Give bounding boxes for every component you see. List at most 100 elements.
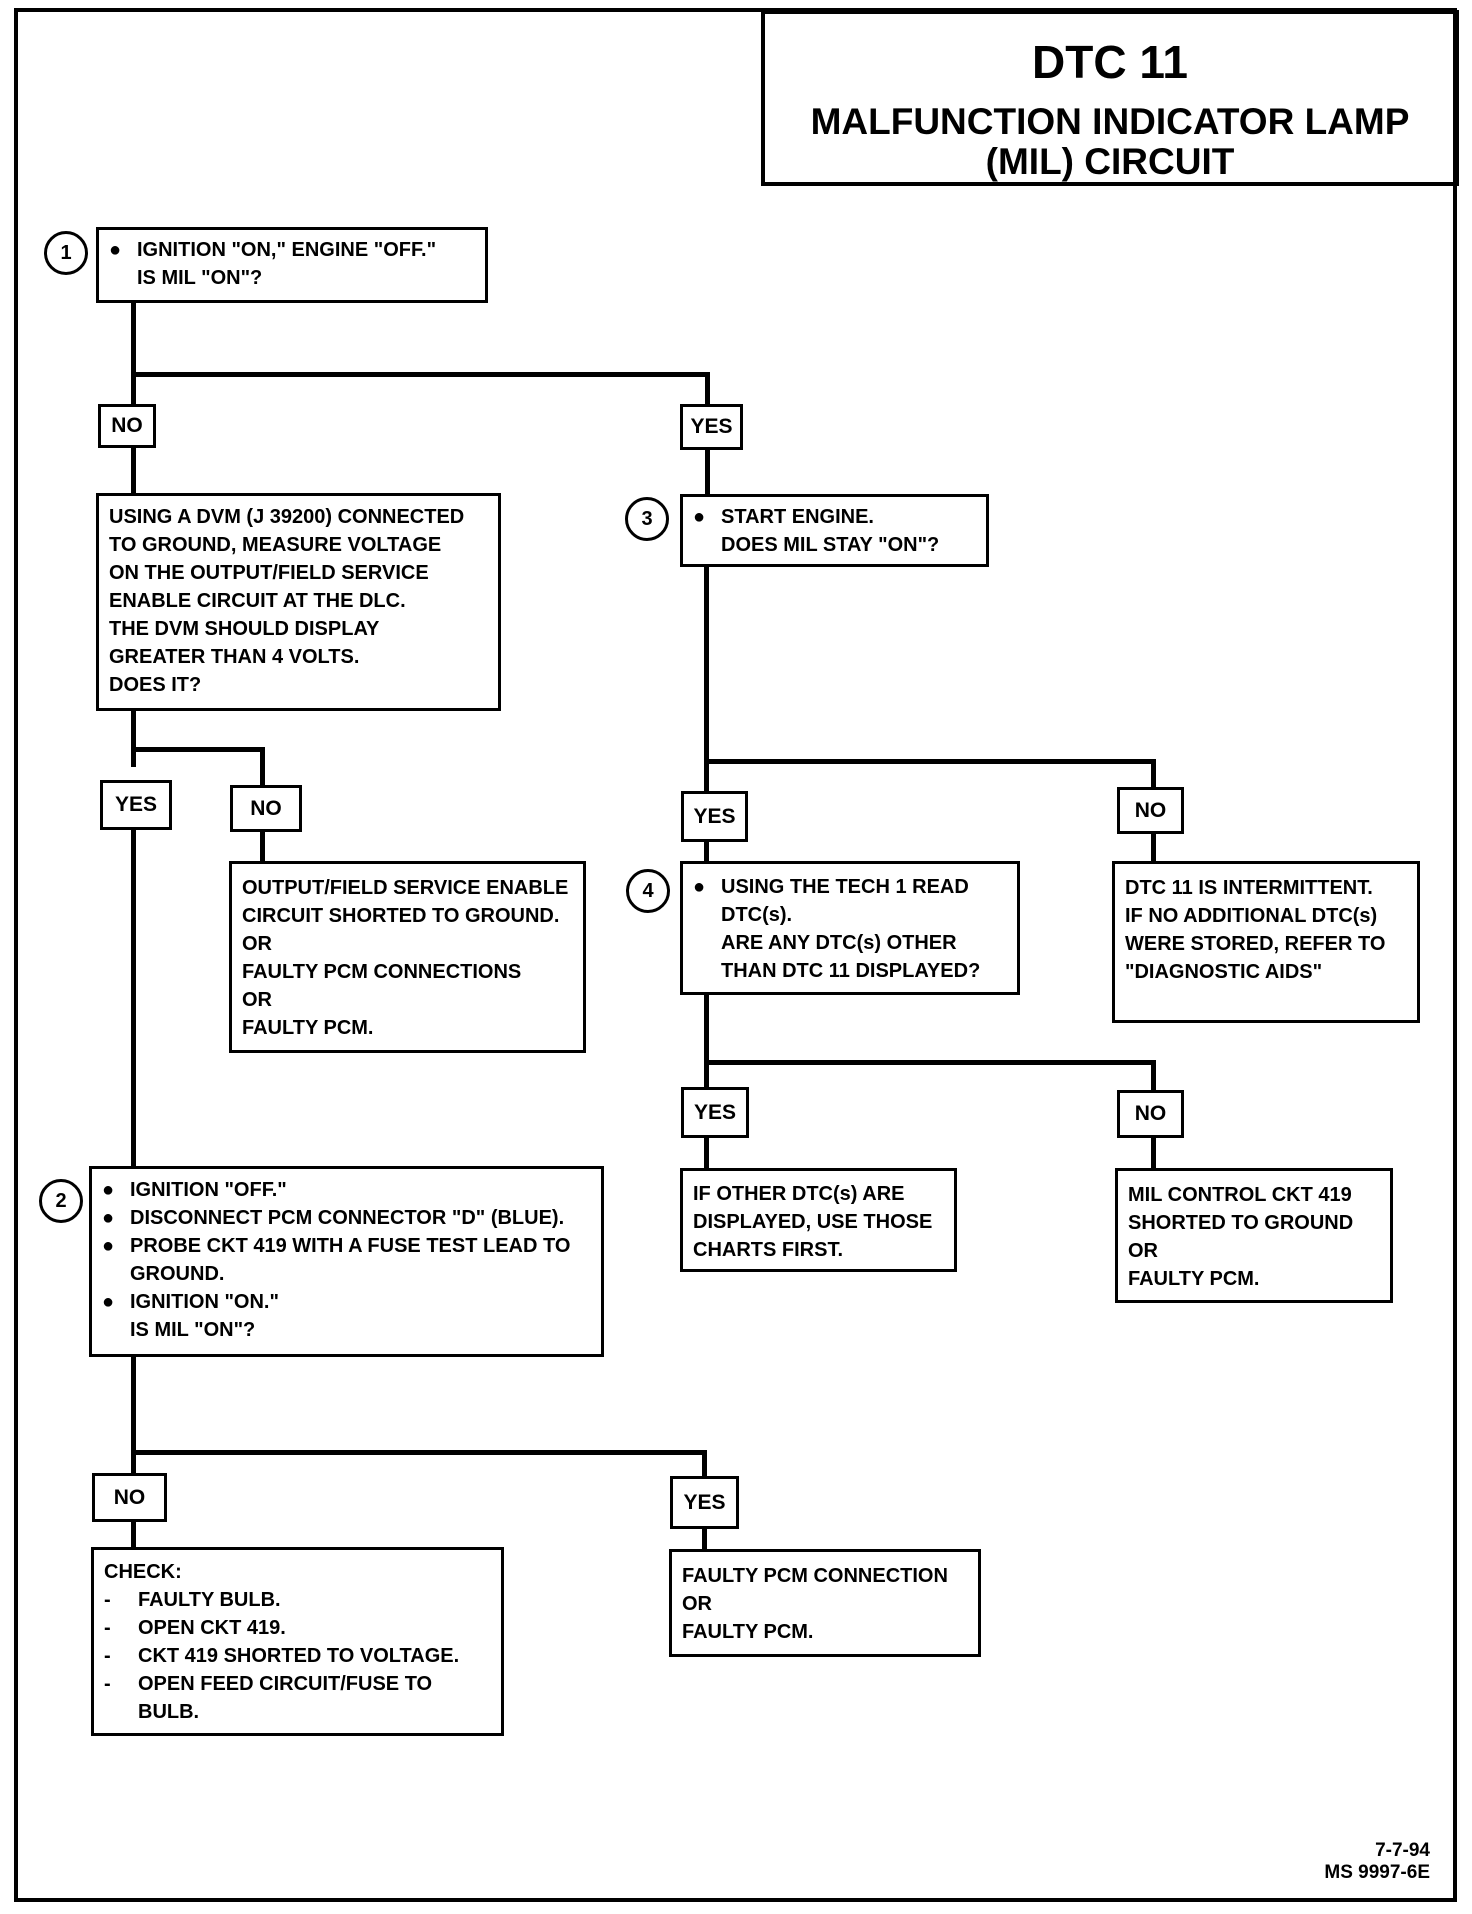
step-4-box: ●USING THE TECH 1 READ DTC(s). ARE ANY D…: [680, 861, 1020, 995]
connector: [1151, 833, 1156, 863]
step-2-item: IGNITION "ON.": [130, 1291, 279, 1313]
step-3-line: DOES MIL STAY "ON"?: [721, 534, 940, 556]
branch-no-label: NO: [230, 785, 302, 832]
step-4-line: ARE ANY DTC(s) OTHER: [721, 932, 957, 954]
short-line: FAULTY PCM CONNECTIONS: [242, 961, 522, 983]
step-number-1: 1: [44, 231, 88, 275]
dvm-line: GREATER THAN 4 VOLTS.: [109, 646, 360, 668]
connector: [131, 709, 136, 767]
branch-yes-label: YES: [100, 780, 172, 830]
dvm-line: ON THE OUTPUT/FIELD SERVICE: [109, 562, 429, 584]
step-2-item: PROBE CKT 419 WITH A FUSE TEST LEAD TO G…: [130, 1235, 571, 1285]
dvm-line: DOES IT?: [109, 674, 202, 696]
intermittent-box: DTC 11 IS INTERMITTENT. IF NO ADDITIONAL…: [1112, 861, 1420, 1023]
connector: [131, 448, 136, 494]
branch-yes-label: YES: [681, 791, 748, 842]
connector: [131, 747, 264, 752]
intermittent-line: IF NO ADDITIONAL DTC(s): [1125, 905, 1378, 927]
dvm-test-box: USING A DVM (J 39200) CONNECTED TO GROUN…: [96, 493, 501, 711]
connector: [260, 747, 265, 787]
connector: [1151, 759, 1156, 790]
branch-no-label: NO: [1117, 787, 1184, 834]
page-title: DTC 11: [1032, 36, 1188, 88]
faulty-pcm-line: FAULTY PCM.: [682, 1621, 814, 1643]
step-number-4: 4: [626, 869, 670, 913]
branch-yes-label: YES: [681, 1087, 749, 1138]
connector: [131, 300, 136, 413]
short-line: OR: [242, 989, 272, 1011]
step-2-question: IS MIL "ON"?: [130, 1319, 256, 1341]
title-box: DTC 11 MALFUNCTION INDICATOR LAMP (MIL) …: [761, 10, 1459, 186]
connector: [702, 1450, 707, 1480]
short-to-ground-box: OUTPUT/FIELD SERVICE ENABLE CIRCUIT SHOR…: [229, 861, 586, 1053]
faulty-pcm-line: OR: [682, 1593, 712, 1615]
step-number-3: 3: [625, 497, 669, 541]
other-dtc-line: DISPLAYED, USE THOSE: [693, 1211, 933, 1233]
short-line: OR: [242, 933, 272, 955]
connector: [131, 1520, 136, 1550]
connector: [704, 993, 709, 1093]
connector: [1151, 1136, 1156, 1170]
footer: 7-7-94 MS 9997-6E: [1324, 1840, 1430, 1884]
dvm-line: ENABLE CIRCUIT AT THE DLC.: [109, 590, 406, 612]
check-item: CKT 419 SHORTED TO VOLTAGE.: [138, 1645, 460, 1667]
connector: [705, 448, 710, 494]
connector: [131, 1450, 707, 1455]
page-border: [14, 8, 1457, 1902]
step-3-line: START ENGINE.: [721, 506, 874, 528]
connector: [702, 1528, 707, 1550]
short-line: OUTPUT/FIELD SERVICE ENABLE: [242, 877, 569, 899]
step-4-line: DTC(s).: [721, 904, 793, 926]
footer-code: MS 9997-6E: [1324, 1862, 1430, 1883]
step-1-line: IS MIL "ON"?: [137, 267, 263, 289]
check-item: FAULTY BULB.: [138, 1589, 281, 1611]
branch-no-label: NO: [1117, 1090, 1184, 1138]
faulty-pcm-box: FAULTY PCM CONNECTION OR FAULTY PCM.: [669, 1549, 981, 1657]
intermittent-line: WERE STORED, REFER TO: [1125, 933, 1386, 955]
mil-control-line: FAULTY PCM.: [1128, 1268, 1260, 1290]
dvm-line: THE DVM SHOULD DISPLAY: [109, 618, 380, 640]
connector: [704, 1060, 1156, 1065]
check-item: OPEN FEED CIRCUIT/FUSE TO BULB.: [138, 1673, 433, 1723]
page-subtitle-line2: (MIL) CIRCUIT: [985, 141, 1235, 182]
mil-control-line: OR: [1128, 1240, 1158, 1262]
connector: [704, 1138, 709, 1170]
mil-control-box: MIL CONTROL CKT 419 SHORTED TO GROUND OR…: [1115, 1168, 1393, 1303]
step-2-item: IGNITION "OFF.": [130, 1179, 287, 1201]
other-dtc-line: IF OTHER DTC(s) ARE: [693, 1183, 905, 1205]
connector: [704, 841, 709, 861]
short-line: FAULTY PCM.: [242, 1017, 374, 1039]
step-3-box: ●START ENGINE. DOES MIL STAY "ON"?: [680, 494, 989, 567]
step-number-2: 2: [39, 1179, 83, 1223]
page-subtitle-line1: MALFUNCTION INDICATOR LAMP: [810, 101, 1410, 142]
check-item: OPEN CKT 419.: [138, 1617, 286, 1639]
step-1-box: ●IGNITION "ON," ENGINE "OFF." IS MIL "ON…: [96, 227, 488, 303]
branch-yes-label: YES: [670, 1476, 739, 1529]
check-heading: CHECK:: [104, 1561, 182, 1583]
faulty-pcm-line: FAULTY PCM CONNECTION: [682, 1565, 948, 1587]
step-4-line: USING THE TECH 1 READ: [721, 876, 969, 898]
mil-control-line: SHORTED TO GROUND: [1128, 1212, 1354, 1234]
dvm-line: TO GROUND, MEASURE VOLTAGE: [109, 534, 442, 556]
check-box: CHECK: -FAULTY BULB. -OPEN CKT 419. -CKT…: [91, 1547, 504, 1736]
short-line: CIRCUIT SHORTED TO GROUND.: [242, 905, 560, 927]
connector: [704, 566, 709, 791]
footer-date: 7-7-94: [1375, 1840, 1430, 1861]
branch-no-label: NO: [98, 404, 156, 448]
connector: [1151, 1060, 1156, 1101]
branch-no-label: NO: [92, 1473, 167, 1522]
connector: [131, 828, 136, 1166]
connector: [131, 1355, 136, 1477]
connector: [704, 759, 1156, 764]
other-dtc-box: IF OTHER DTC(s) ARE DISPLAYED, USE THOSE…: [680, 1168, 957, 1272]
connector: [131, 372, 709, 377]
intermittent-line: DTC 11 IS INTERMITTENT.: [1125, 877, 1373, 899]
dvm-line: USING A DVM (J 39200) CONNECTED: [109, 506, 465, 528]
step-2-box: ●IGNITION "OFF." ●DISCONNECT PCM CONNECT…: [89, 1166, 604, 1357]
step-4-line: THAN DTC 11 DISPLAYED?: [721, 960, 981, 982]
step-2-item: DISCONNECT PCM CONNECTOR "D" (BLUE).: [130, 1207, 565, 1229]
intermittent-line: "DIAGNOSTIC AIDS": [1125, 961, 1323, 983]
connector: [705, 372, 710, 412]
other-dtc-line: CHARTS FIRST.: [693, 1239, 843, 1261]
connector: [260, 831, 265, 861]
